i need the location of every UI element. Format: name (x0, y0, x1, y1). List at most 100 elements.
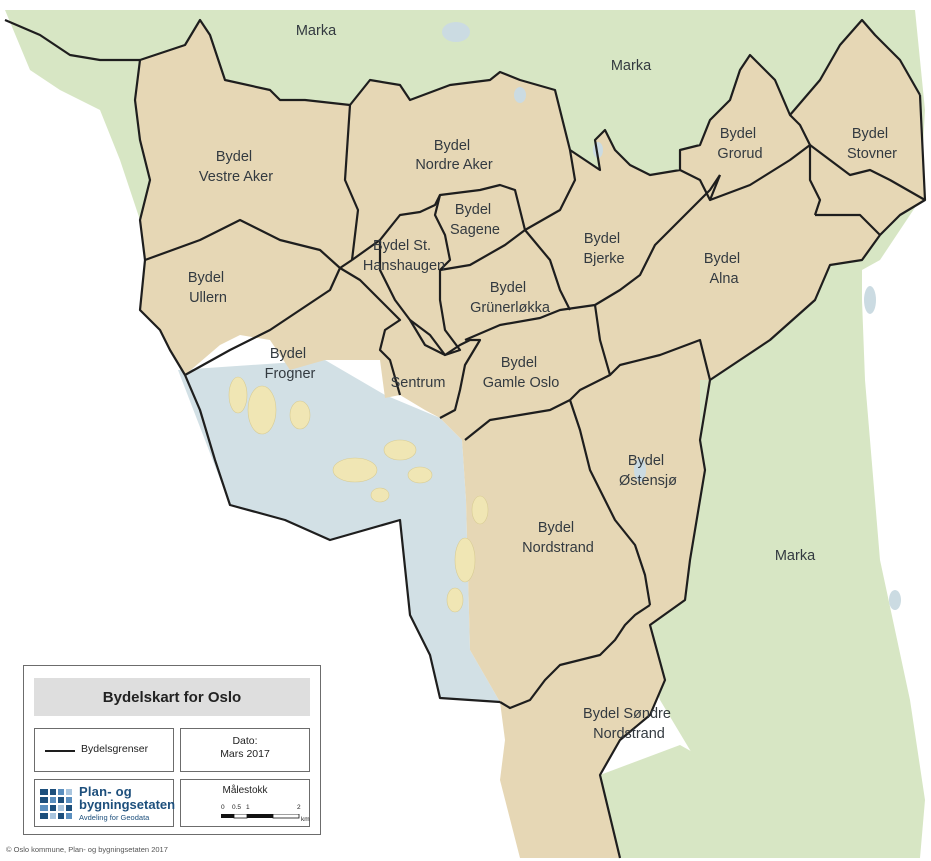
lake (889, 590, 901, 610)
label-line: Bydel (434, 138, 470, 154)
label-st-hanshaugen: Bydel St. Hanshaugen (363, 238, 445, 274)
boundary-sentrum-gamle-oslo (409, 319, 482, 419)
scale-bar (221, 814, 300, 819)
copyright-credit: © Oslo kommune, Plan- og bygningsetaten … (6, 845, 168, 854)
date-box: Dato: Mars 2017 (181, 735, 309, 761)
lake (634, 458, 646, 482)
label-sagene: Bydel Sagene (450, 202, 500, 238)
boundary-grorud-stovner (789, 114, 822, 216)
boundary-grunerlokka-gamle-oslo (464, 303, 596, 342)
lake (442, 22, 470, 42)
label-line: Grorud (717, 146, 762, 162)
label-line: Vestre Aker (199, 169, 273, 185)
label-line: Nordstrand (593, 726, 665, 742)
island (446, 587, 464, 613)
date-value: Mars 2017 (220, 748, 270, 760)
lakes (442, 22, 901, 610)
fjord-islands (228, 376, 489, 613)
legend-boundary-cell: Bydelsgrenser (34, 728, 174, 772)
legend-logo-cell: Plan- og bygningsetaten Avdeling for Geo… (34, 779, 176, 827)
boundary-bjerke-grunerlokka (524, 229, 571, 311)
island (454, 537, 476, 583)
label-line: Sentrum (391, 375, 446, 391)
marka-forest-south (600, 745, 790, 858)
label-line: Bydel Søndre (583, 706, 671, 722)
label-line: Bydel (216, 149, 252, 165)
label-line: Bydel (455, 202, 491, 218)
boundary-nordstrand-ostensjo (568, 399, 652, 606)
label-line: Bydel (270, 346, 306, 362)
label-line: Gamle Oslo (483, 375, 560, 391)
label-sentrum: Sentrum (391, 375, 446, 391)
boundary-sagene-grunerlokka (433, 194, 526, 272)
boundary-line-symbol (45, 750, 75, 752)
city-area (135, 20, 925, 858)
scale-tick-1: 1 (246, 804, 250, 811)
island (289, 400, 311, 430)
map-legend: Bydelskart for Oslo Bydelsgrenser Dato: … (23, 665, 321, 835)
boundary-label: Bydelsgrenser (81, 743, 149, 755)
marka-label-north: Marka (611, 58, 652, 74)
label-frogner: Bydel Frogner (265, 346, 316, 382)
scale-tick-2: 2 (297, 804, 301, 811)
label-line: Nordre Aker (415, 157, 493, 173)
boundary-stovner-alna (809, 144, 926, 201)
boundary-gamle-oslo-alna (593, 304, 712, 381)
district-boundaries (4, 18, 927, 859)
scale-unit: km (301, 816, 310, 823)
scale-title: Målestokk (222, 785, 268, 796)
label-line: Bjerke (583, 251, 624, 267)
logo-text-line2: bygningsetaten (79, 797, 176, 812)
label-bjerke: Bydel Bjerke (583, 231, 624, 267)
label-line: Bydel (501, 355, 537, 371)
island (383, 439, 417, 461)
boundary-bjerke-grorud (679, 169, 722, 202)
date-label: Dato: (232, 735, 258, 747)
island (228, 376, 248, 414)
label-line: Bydel (720, 126, 756, 142)
label-grunerlokka: Bydel Grünerløkka (470, 280, 551, 316)
oslofjord-water (178, 360, 500, 702)
lake (514, 87, 526, 103)
island (332, 457, 378, 483)
pbe-logo-icon (40, 787, 72, 819)
municipal-boundary-west (133, 59, 501, 704)
island (407, 466, 433, 484)
island (247, 385, 277, 435)
scale-tick-0-5: 0.5 (232, 804, 242, 811)
logo-text-line3: Avdeling for Geodata (79, 813, 150, 822)
logo-text-line1: Plan- og (79, 784, 132, 799)
boundary-frogner-sentrum (339, 267, 402, 396)
legend-scale-cell: Målestokk 0 0.5 1 2 km (180, 779, 310, 827)
label-line: Grünerløkka (470, 300, 551, 316)
legend-date-cell: Dato: Mars 2017 (180, 728, 310, 772)
label-ullern: Bydel Ullern (188, 270, 228, 306)
label-gamle-oslo: Bydel Gamle Oslo (483, 355, 560, 391)
label-line: Nordstrand (522, 540, 594, 556)
marka-label-east: Marka (775, 548, 816, 564)
label-sondre-nordstrand: Bydel Søndre Nordstrand (583, 706, 675, 742)
legend-title: Bydelskart for Oslo (34, 678, 310, 716)
label-line: Alna (709, 271, 739, 287)
marka-label-northwest: Marka (296, 23, 337, 39)
label-line: Hanshaugen (363, 258, 445, 274)
boundary-nordre-aker-bjerke (524, 149, 577, 231)
boundary-vestre-nordre-aker (343, 104, 360, 261)
lake (864, 286, 876, 314)
label-line: Bydel (584, 231, 620, 247)
island (471, 495, 489, 525)
label-line: Sagene (450, 222, 500, 238)
label-line: Bydel (490, 280, 526, 296)
boundary-nordre-aker-sagene (351, 183, 527, 261)
label-line: Bydel (538, 520, 574, 536)
boundary-st-hanshaugen (378, 240, 462, 357)
label-line: Frogner (265, 366, 316, 382)
boundary-nordstrand-sondre (499, 604, 651, 710)
label-line: Bydel (852, 126, 888, 142)
label-line: Bydel St. (373, 238, 431, 254)
label-line: Bydel (188, 270, 224, 286)
label-nordre-aker: Bydel Nordre Aker (415, 138, 493, 173)
boundary-alna-east (815, 213, 881, 236)
label-nordstrand: Bydel Nordstrand (522, 520, 594, 556)
